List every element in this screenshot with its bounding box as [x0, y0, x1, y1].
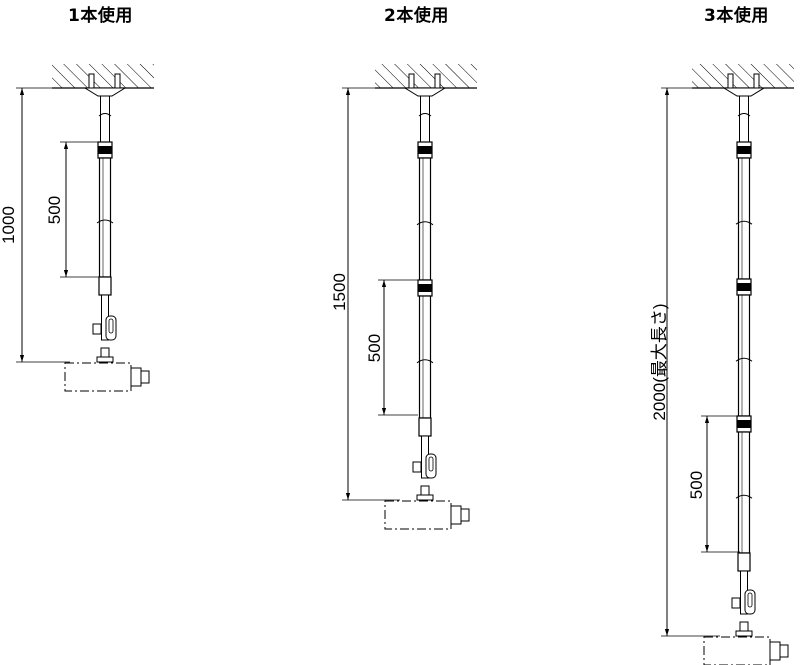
- anchor-bolt-right: [114, 73, 121, 89]
- lower-collar: [98, 276, 112, 296]
- mount-flange: [96, 356, 114, 363]
- cable-wrap: [418, 113, 432, 117]
- segment-pipe: [418, 295, 432, 419]
- clamp-knob: [92, 323, 102, 335]
- assembly-2-pole: [375, 64, 477, 530]
- config-title-1: 1本使用: [68, 6, 133, 26]
- joint-band-fill: [418, 284, 432, 292]
- clamp-slot: [108, 318, 114, 334]
- cable-wrap: [96, 219, 114, 224]
- anchor-bolt-left: [408, 73, 415, 89]
- dimension-segment-2: 500: [365, 279, 418, 416]
- cable-wrap: [416, 359, 434, 364]
- ceiling-slab: [692, 64, 794, 88]
- joint-band-fill: [418, 146, 432, 154]
- dimension-segment-1: 500: [45, 141, 100, 278]
- cable-wrap: [737, 113, 751, 117]
- ceiling-mount-plate: [83, 87, 127, 97]
- ceiling-mount-plate: [722, 87, 766, 97]
- ceiling-slab: [375, 64, 477, 88]
- joint-band-fill: [737, 146, 751, 154]
- dimension-total-2: 1500: [330, 87, 412, 501]
- config-title-2: 2本使用: [384, 6, 449, 26]
- clamp-slot: [747, 592, 753, 608]
- projector-body: [384, 500, 452, 530]
- cable-wrap: [735, 220, 753, 225]
- mount-flange: [735, 630, 753, 637]
- segment-length-label-2: 500: [365, 334, 384, 362]
- anchor-bolt-left: [727, 73, 734, 89]
- segment-pipe: [737, 431, 751, 554]
- joint-band-fill: [737, 420, 751, 428]
- anchor-bolt-right: [753, 73, 760, 89]
- segment-pipe: [737, 294, 751, 417]
- segment-pipe: [737, 157, 751, 280]
- upper-pipe: [739, 95, 749, 143]
- assembly-1-pole: [52, 64, 154, 392]
- lower-collar: [418, 417, 432, 437]
- projector-lens: [460, 508, 470, 522]
- joint-band-fill: [737, 283, 751, 291]
- projector-lens-ring: [130, 367, 142, 387]
- ceiling-slab: [52, 64, 154, 88]
- ceiling-mount-plate: [403, 87, 447, 97]
- projector-lens-ring: [769, 641, 781, 661]
- segment-length-label-3: 500: [687, 471, 706, 499]
- cable-wrap: [416, 221, 434, 226]
- projector-lens: [140, 370, 150, 384]
- joint-band-fill: [98, 146, 112, 154]
- segment-pipe: [418, 157, 432, 281]
- total-length-label-3: 2000(最大長さ): [650, 303, 669, 420]
- upper-pipe: [100, 95, 110, 143]
- anchor-bolt-left: [88, 73, 95, 89]
- config-title-3: 3本使用: [704, 6, 769, 26]
- anchor-bolt-right: [434, 73, 441, 89]
- mount-flange: [416, 494, 434, 501]
- cable-wrap: [735, 357, 753, 362]
- upper-pipe: [420, 95, 430, 143]
- dimension-total-3: 2000(最大長さ): [650, 87, 731, 637]
- segment-length-label-1: 500: [45, 196, 64, 224]
- total-length-label-1: 1000: [0, 206, 18, 244]
- segment-pipe: [98, 157, 112, 278]
- assembly-3-pole: [692, 64, 794, 665]
- clamp-slot: [428, 456, 434, 472]
- projector-lens: [779, 644, 789, 658]
- dimension-total-1: 1000: [0, 87, 70, 363]
- dimension-segment-3: 500: [687, 415, 740, 553]
- clamp-knob: [412, 461, 422, 473]
- total-length-label-2: 1500: [330, 273, 349, 311]
- projector-lens-ring: [450, 505, 462, 525]
- cable-wrap: [735, 494, 753, 499]
- clamp-knob: [731, 597, 741, 609]
- projector-body: [703, 636, 771, 665]
- lower-collar: [737, 552, 751, 572]
- projector-body: [64, 362, 132, 392]
- cable-wrap: [98, 113, 112, 117]
